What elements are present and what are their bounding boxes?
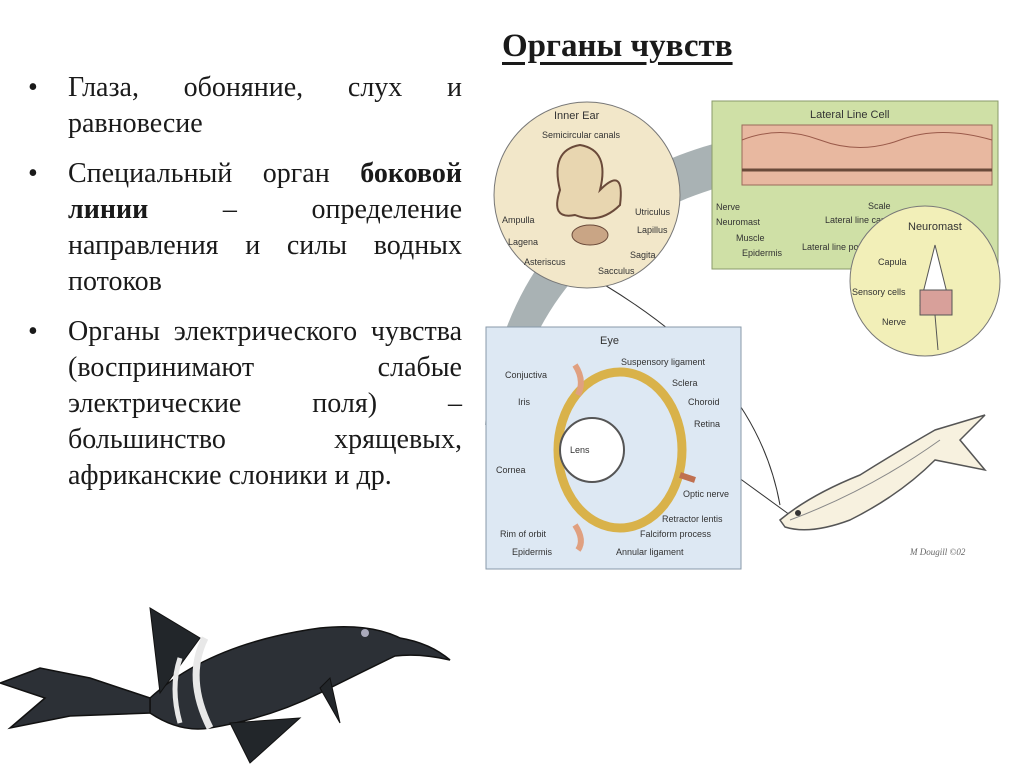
label-epidermis: Epidermis — [742, 248, 783, 258]
label-sensory-cells: Sensory cells — [852, 287, 906, 297]
neuromast-title: Neuromast — [908, 221, 962, 233]
elephantnose-fish-illustration — [0, 607, 451, 764]
label-eye-epidermis: Epidermis — [512, 547, 553, 557]
conjuctiva-bottom — [572, 523, 584, 552]
label-lateral-line-canal: Lateral line canal — [825, 215, 893, 225]
label-sagita: Sagita — [630, 250, 656, 260]
bullet-dot: • — [28, 316, 38, 347]
lateral-line-title: Lateral Line Cell — [810, 109, 890, 121]
label-optic-nerve: Optic nerve — [683, 489, 729, 499]
label-ampulla: Ampulla — [502, 215, 535, 225]
label-annular-ligament: Annular ligament — [616, 547, 684, 557]
sense-organs-diagram: Lateral Line Cell Nerve Neuromast Muscle… — [485, 100, 1001, 570]
fish-white-band — [172, 657, 183, 724]
trout-body — [778, 414, 987, 531]
label-sclera: Sclera — [672, 378, 698, 388]
sensory-cells-shape — [919, 289, 953, 316]
bullet-item: • Глаза, обоняние, слух и равновесие — [28, 70, 462, 142]
ear-canals-shape — [556, 143, 622, 220]
label-iris: Iris — [518, 397, 530, 407]
sacculus-shape — [571, 224, 609, 246]
lens-shape — [559, 417, 625, 483]
scale-line — [741, 132, 993, 148]
bullet-dot: • — [28, 158, 38, 189]
eye-wall — [553, 367, 687, 533]
fish-tail — [0, 667, 151, 730]
fish-white-band — [192, 636, 214, 730]
label-rim-of-orbit: Rim of orbit — [500, 529, 547, 539]
label-neuromast: Neuromast — [716, 217, 761, 227]
label-choroid: Choroid — [688, 397, 720, 407]
bullet-text: Глаза, обоняние, слух и равновесие — [68, 72, 462, 139]
bullet-bold-text: боковой линии — [68, 158, 462, 225]
label-lagena: Lagena — [508, 237, 538, 247]
conjuctiva-top — [572, 363, 584, 397]
label-scale: Scale — [868, 201, 891, 211]
label-utriculus: Utriculus — [635, 207, 671, 217]
label-muscle: Muscle — [736, 233, 765, 243]
illustrator-signature: M Dougill ©02 — [909, 547, 966, 557]
label-retractor-lentis: Retractor lentis — [662, 514, 723, 524]
label-nerve: Nerve — [716, 202, 740, 212]
label-suspensory-ligament: Suspensory ligament — [621, 357, 706, 367]
label-conjuctiva: Conjuctiva — [505, 370, 547, 380]
eye-title: Eye — [600, 335, 619, 347]
neuromast-circle — [849, 205, 1001, 357]
fish-eye — [361, 629, 369, 637]
label-retina: Retina — [694, 419, 720, 429]
bullet-dot: • — [28, 72, 38, 103]
bullet-text: – определение направления и силы водных … — [68, 194, 462, 297]
bullet-item: • Органы электрического чувства (восприн… — [28, 314, 462, 494]
trout-lateral-line — [789, 439, 941, 521]
bullet-list: • Глаза, обоняние, слух и равновесие • С… — [28, 70, 462, 508]
label-sacculus: Sacculus — [598, 266, 635, 276]
label-lens: Lens — [570, 445, 590, 455]
fish-anal-fin — [229, 717, 302, 764]
nerve-line — [934, 314, 939, 351]
connector-line — [734, 474, 791, 516]
slide-title: Органы чувств — [502, 28, 733, 64]
label-neuromast-nerve: Nerve — [882, 317, 906, 327]
label-semicircular-canals: Semicircular canals — [542, 130, 621, 140]
label-falciform-process: Falciform process — [640, 529, 712, 539]
label-lateral-line-pore: Lateral line pore — [802, 242, 867, 252]
trout-eye — [795, 510, 801, 516]
inner-ear-title: Inner Ear — [554, 110, 600, 122]
bullet-text: Органы электрического чувства (восприним… — [68, 316, 462, 491]
fish-body — [149, 626, 451, 730]
label-cornea: Cornea — [496, 465, 526, 475]
fish-pectoral-fin — [319, 677, 341, 724]
label-lapillus: Lapillus — [637, 225, 668, 235]
optic-nerve-shape — [679, 472, 696, 483]
label-asteriscus: Asteriscus — [524, 257, 566, 267]
bullet-item: • Специальный орган боковой линии – опре… — [28, 156, 462, 300]
label-capula: Capula — [878, 257, 907, 267]
bullet-text: Специальный орган — [68, 158, 361, 189]
skin-layer — [741, 124, 993, 186]
